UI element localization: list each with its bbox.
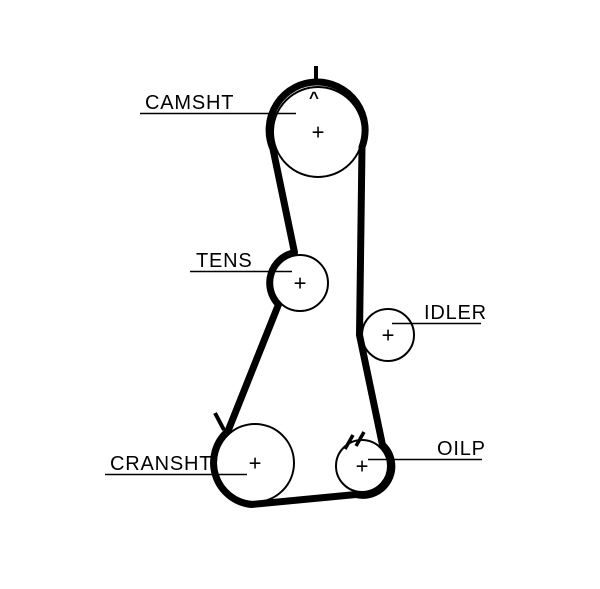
camshaft-label: CAMSHT (145, 92, 234, 114)
idler-label: IDLER (424, 302, 487, 324)
crankshaft-timing-mark (213, 412, 226, 431)
oil-pump-timing-mark-2 (354, 431, 366, 447)
camshaft-center-cross: + (312, 120, 325, 145)
idler-center-cross: + (382, 323, 395, 348)
tensioner-label: TENS (196, 250, 253, 272)
crankshaft-center-cross: + (249, 451, 262, 476)
oil-pump-timing-mark-1 (343, 434, 355, 450)
oil-pump-center-cross: + (356, 454, 369, 479)
oil-pump-label: OILP (437, 438, 486, 460)
camshaft-alignment-caret: ^ (309, 88, 319, 107)
tensioner-center-cross: + (294, 271, 307, 296)
crankshaft-label: CRANSHT (110, 453, 212, 475)
timing-belt (210, 78, 396, 508)
